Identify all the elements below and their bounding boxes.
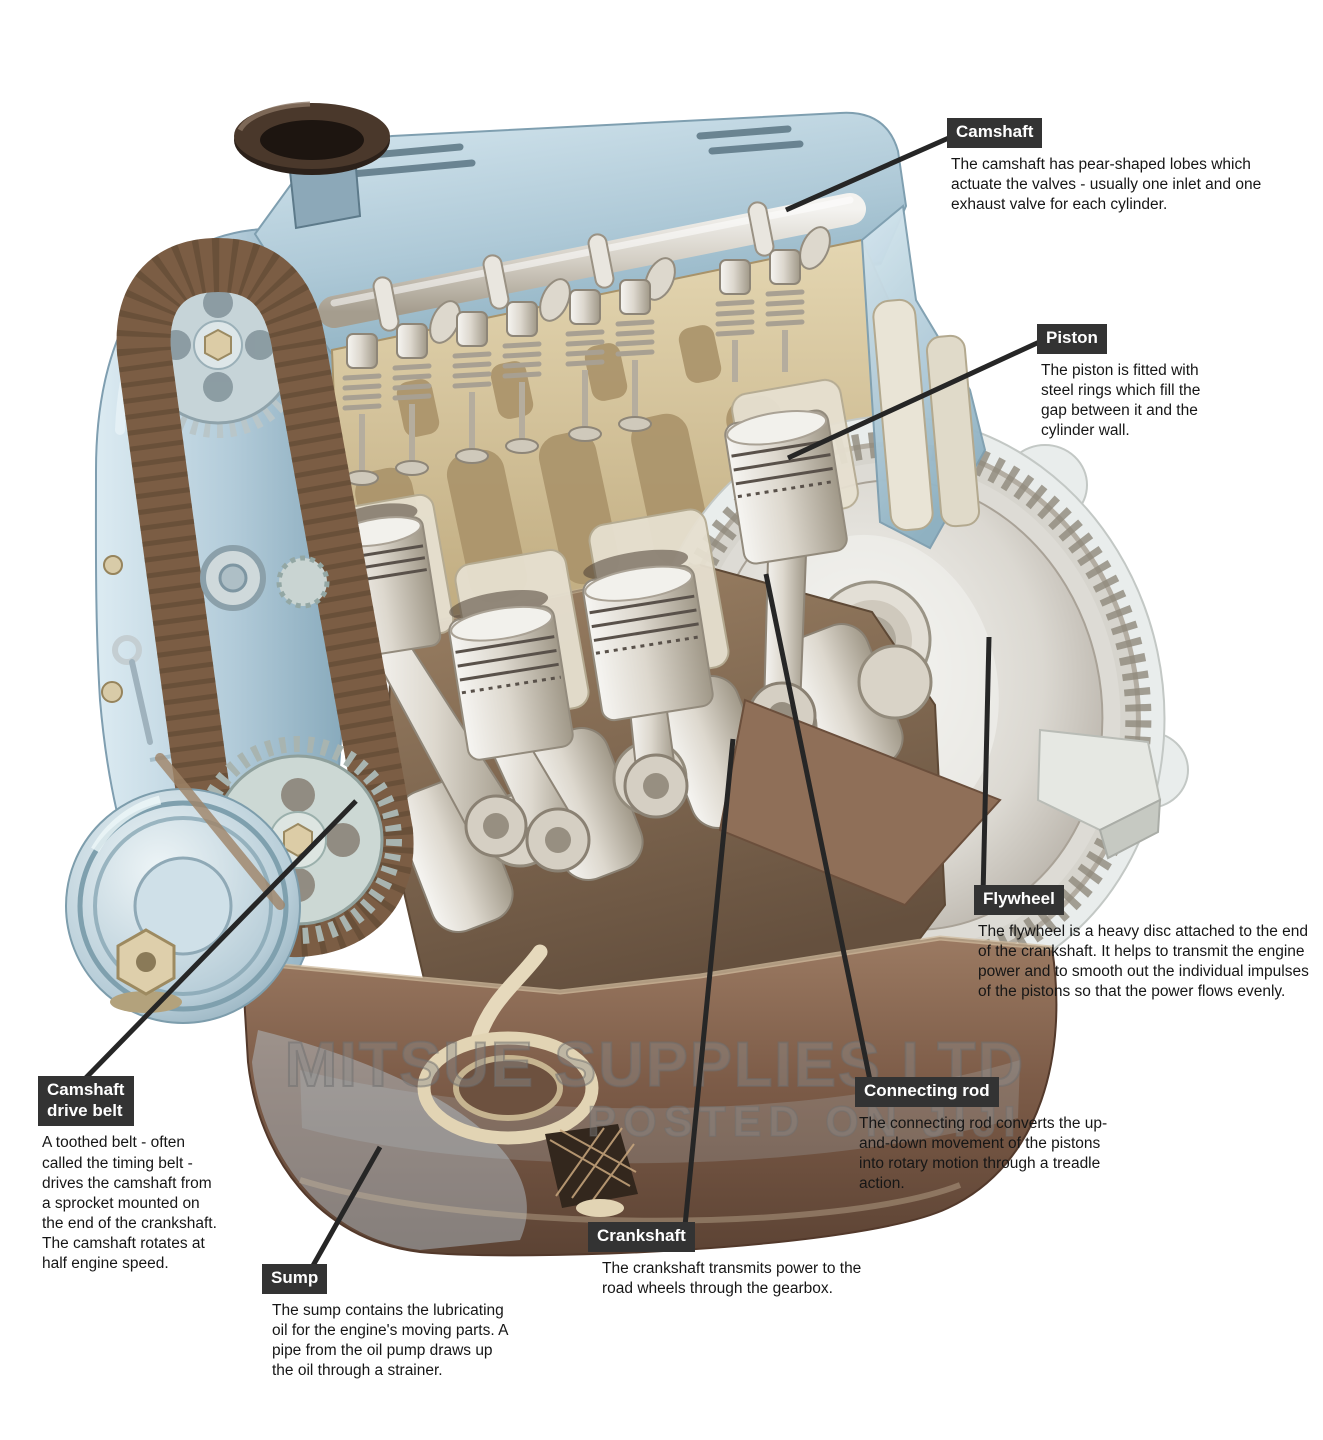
callout-connecting-rod: Connecting rod The connecting rod conver… [855,1077,1120,1194]
callout-piston: Piston The piston is fitted with steel r… [1037,324,1227,441]
callout-camshaft-badge: Camshaft [947,118,1043,148]
oil-filler-neck [234,101,390,230]
callout-flywheel: Flywheel The flywheel is a heavy disc at… [974,885,1322,1002]
callout-piston-badge: Piston [1037,324,1107,354]
callout-sump-badge: Sump [262,1264,328,1294]
callout-camshaft-drive-belt-text: A toothed belt - often called the timing… [42,1134,217,1273]
callout-connecting-rod-text: The connecting rod converts the up-and-d… [859,1114,1108,1193]
piston-3 [582,549,714,722]
piston-2 [448,589,574,761]
callout-connecting-rod-badge: Connecting rod [855,1077,999,1107]
callout-camshaft-text: The camshaft has pear-shaped lobes which… [951,155,1262,214]
engine-block-right [860,204,987,550]
callout-camshaft-drive-belt: Camshaft drive belt A toothed belt - oft… [38,1076,224,1274]
callout-crankshaft: Crankshaft The crankshaft transmits powe… [588,1222,888,1299]
belt-tensioner [200,545,330,611]
camshaft-bearing-caps [372,201,775,332]
callout-sump-text: The sump contains the lubricating oil fo… [272,1301,508,1380]
valve-train [342,249,805,486]
callout-sump: Sump The sump contains the lubricating o… [262,1264,514,1381]
engine-mount-bracket [1036,728,1162,860]
crankshaft-pulley [65,788,301,1024]
callout-piston-text: The piston is fitted with steel rings wh… [1041,361,1201,440]
piston-4 [724,409,848,565]
watermark-line2: POSTED ON JIJI [588,1098,1023,1146]
belt-idler [276,555,330,609]
callout-flywheel-text: The flywheel is a heavy disc attached to… [978,922,1309,1001]
oil-strainer-mesh [545,1124,638,1208]
callout-flywheel-badge: Flywheel [974,885,1064,915]
callout-camshaft: Camshaft The camshaft has pear-shaped lo… [947,118,1292,215]
camshaft-lobes [429,226,831,344]
camshaft-assembly [318,193,866,486]
callout-crankshaft-badge: Crankshaft [588,1222,695,1252]
callout-crankshaft-text: The crankshaft transmits power to the ro… [602,1259,862,1297]
oil-pickup-pipe [417,944,638,1217]
callout-camshaft-drive-belt-badge: Camshaft drive belt [38,1076,134,1127]
dipstick-ring [112,635,142,665]
